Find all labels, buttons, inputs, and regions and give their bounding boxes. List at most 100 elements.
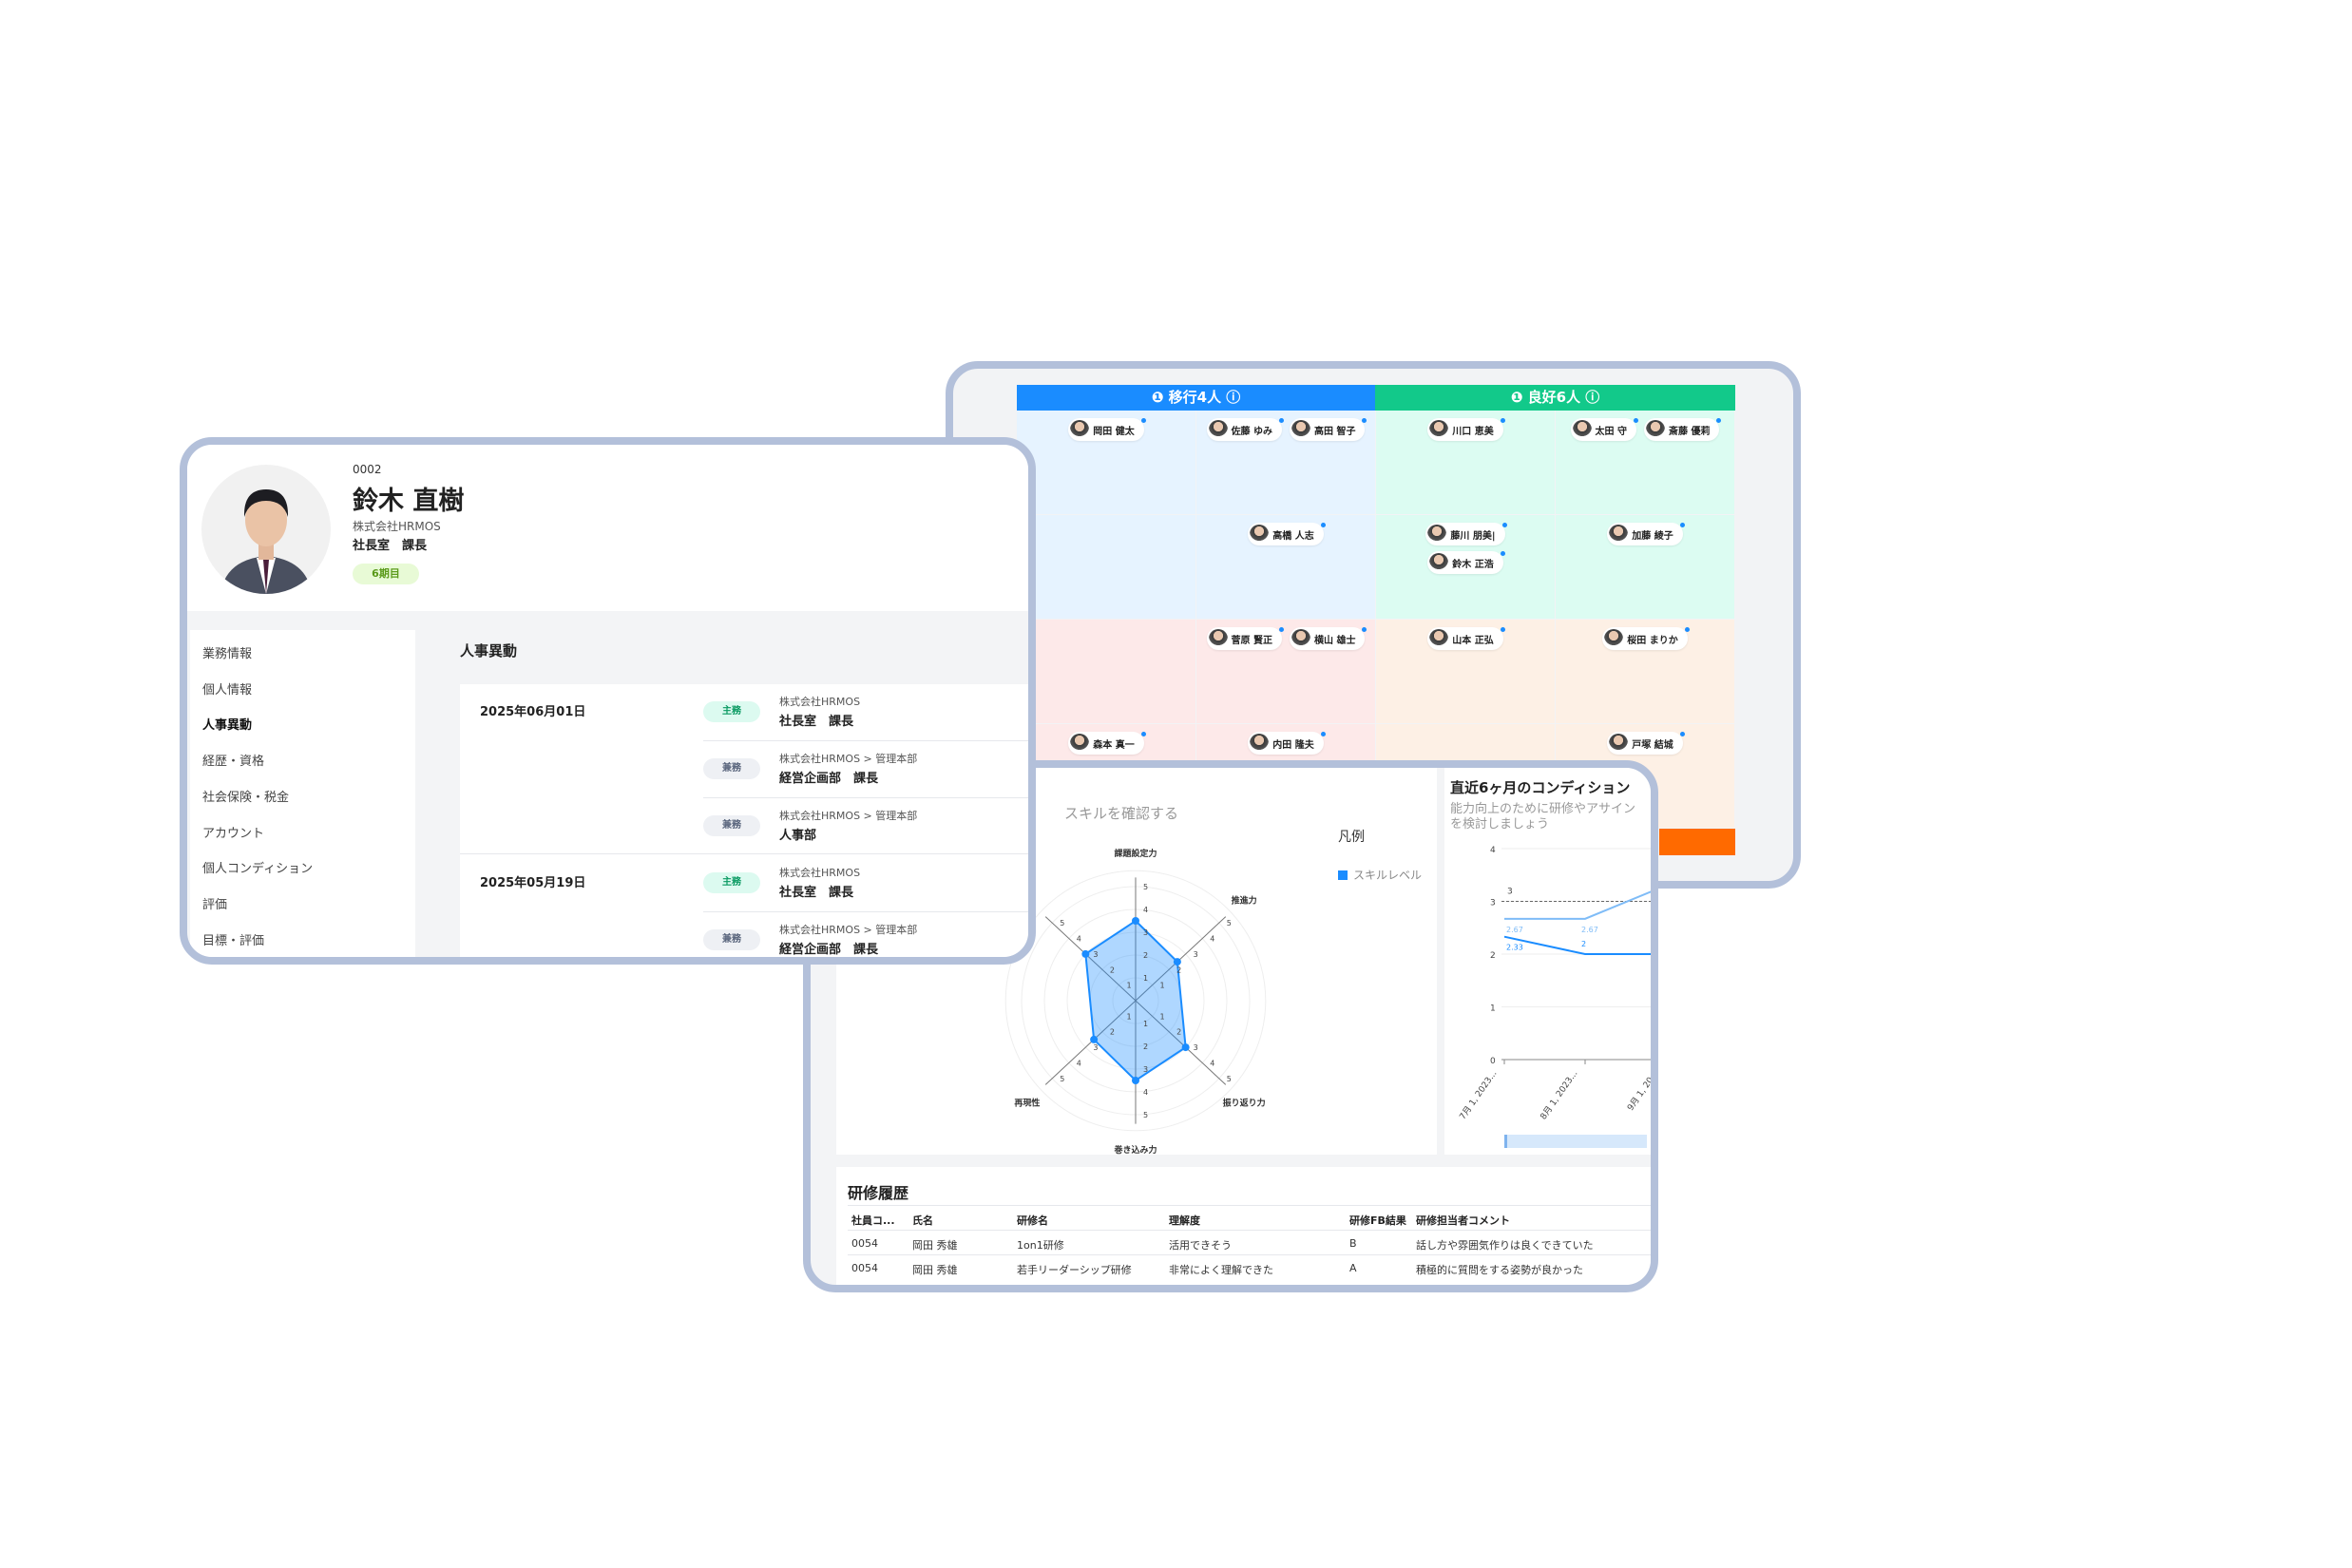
- cell-row: 桜田 まりか: [1602, 627, 1690, 650]
- employee-chip[interactable]: 桜田 まりか: [1602, 627, 1690, 650]
- employee-name: 太田 守: [1595, 426, 1627, 437]
- employee-chip[interactable]: 横山 雄士: [1290, 627, 1367, 650]
- employee-avatar: [1291, 629, 1310, 648]
- employee-chip[interactable]: 佐藤 ゆみ: [1206, 418, 1284, 441]
- status-dot: [1500, 418, 1505, 423]
- position: 経営企画部 課長: [779, 943, 879, 957]
- employee-chip[interactable]: 鈴木 正浩: [1427, 551, 1505, 574]
- radar-axis: [1044, 1000, 1137, 1085]
- column-header[interactable]: 理解度: [1169, 1214, 1200, 1227]
- employee-chip[interactable]: 高橋 人志: [1248, 523, 1326, 545]
- radar-tick-label: 2: [1176, 966, 1181, 974]
- entry-divider: [703, 797, 1028, 798]
- y-tick-label: 1: [1490, 1004, 1496, 1014]
- ninebox-cell[interactable]: 川口 恵美: [1376, 411, 1555, 514]
- employee-chip[interactable]: 藤川 朋美|: [1425, 523, 1507, 545]
- data-label: 2.67: [1581, 926, 1598, 934]
- ninebox-cell[interactable]: 藤川 朋美| 鈴木 正浩: [1376, 515, 1555, 619]
- cell-row: 鈴木 正浩: [1427, 551, 1505, 574]
- orange-bar: [1659, 829, 1735, 855]
- cell-row: 藤川 朋美|: [1425, 523, 1507, 545]
- radar-tick-label: 4: [1210, 1059, 1214, 1067]
- employee-chip[interactable]: 森本 真一: [1068, 732, 1146, 755]
- radar-area: [1084, 919, 1187, 1082]
- header-transition[interactable]: ❶ 移行4人 ⓘ: [1017, 385, 1375, 411]
- condition-title: 直近6ヶ月のコンディション: [1450, 779, 1631, 796]
- table-cell: 0054: [851, 1262, 878, 1274]
- employee-avatar: [1250, 734, 1270, 753]
- radar-tick-label: 5: [1143, 883, 1148, 891]
- employee-avatar: [1070, 734, 1090, 753]
- radar-axis: [1135, 1000, 1227, 1085]
- employee-chip[interactable]: 菅原 賢正: [1206, 627, 1284, 650]
- column-header[interactable]: 研修担当者コメント: [1416, 1214, 1510, 1227]
- sidebar-item[interactable]: 人事異動: [202, 718, 253, 734]
- radar-tick-label: 2: [1143, 951, 1148, 960]
- ninebox-cell[interactable]: [1017, 620, 1195, 723]
- radar-tick-label: 3: [1093, 1043, 1098, 1052]
- table-cell: 話し方や雰囲気作りは良くできていた: [1416, 1239, 1594, 1252]
- org-path: 株式会社HRMOS: [779, 867, 861, 879]
- employee-number: 0002: [353, 463, 382, 476]
- y-tick-label: 4: [1490, 846, 1496, 855]
- column-header[interactable]: 研修名: [1017, 1214, 1048, 1227]
- sidebar-item[interactable]: 個人コンディション: [202, 862, 314, 877]
- employee-name: 横山 雄士: [1314, 635, 1356, 646]
- ninebox-cell[interactable]: 岡田 健太: [1017, 411, 1195, 514]
- employee-avatar: [1429, 629, 1449, 648]
- column-header[interactable]: 氏名: [912, 1214, 933, 1227]
- table-cell: A: [1349, 1262, 1357, 1274]
- sidebar-item[interactable]: 個人情報: [202, 682, 253, 698]
- sidebar-item[interactable]: 目標・評価: [202, 933, 265, 948]
- row-divider: [848, 1254, 1651, 1255]
- column-header[interactable]: 社員コ...: [851, 1214, 895, 1227]
- ninebox-cell[interactable]: 山本 正弘: [1376, 620, 1555, 723]
- ninebox-cell[interactable]: 高橋 人志: [1196, 515, 1375, 619]
- employee-avatar: [1609, 525, 1629, 544]
- sidebar-item[interactable]: 業務情報: [202, 647, 253, 661]
- sidebar-item[interactable]: 評価: [202, 897, 228, 912]
- radar-tick-label: 3: [1143, 1065, 1148, 1074]
- assignment-type-badge: 主務: [703, 701, 760, 722]
- range-slider[interactable]: [1504, 1135, 1647, 1148]
- status-dot: [1634, 418, 1638, 423]
- employee-avatar: [1604, 629, 1624, 648]
- ninebox-cell[interactable]: 加藤 綾子: [1556, 515, 1734, 619]
- condition-line: [1504, 890, 1651, 920]
- sidebar-item[interactable]: 社会保険・税金: [202, 790, 290, 805]
- column-header[interactable]: 研修FB結果: [1349, 1214, 1406, 1227]
- legend-swatch: [1338, 870, 1348, 880]
- table-cell: 若手リーダーシップ研修: [1017, 1264, 1132, 1276]
- radar-tick-label: 5: [1227, 1075, 1232, 1083]
- ninebox-cell[interactable]: 太田 守 斎藤 優莉: [1556, 411, 1734, 514]
- transfer-date: 2025年05月19日: [480, 876, 586, 890]
- ninebox-cell[interactable]: 菅原 賢正 横山 雄士: [1196, 620, 1375, 723]
- employee-chip[interactable]: 川口 恵美: [1427, 418, 1505, 441]
- employee-chip[interactable]: 斎藤 優莉: [1644, 418, 1722, 441]
- employee-chip[interactable]: 内田 隆夫: [1248, 732, 1326, 755]
- employee-chip[interactable]: 戸塚 結城: [1607, 732, 1685, 755]
- org-path: 株式会社HRMOS: [779, 696, 861, 708]
- status-dot: [1684, 627, 1690, 632]
- avatar: [201, 465, 331, 594]
- sidebar-item[interactable]: 経歴・資格: [202, 755, 265, 770]
- legend-item[interactable]: スキルレベル: [1338, 867, 1422, 883]
- sidebar-item[interactable]: アカウント: [202, 826, 265, 841]
- table-cell: 積極的に質問をする姿勢が良かった: [1416, 1264, 1583, 1276]
- company-name: 株式会社HRMOS: [353, 520, 441, 533]
- employee-chip[interactable]: 太田 守: [1570, 418, 1638, 441]
- employee-chip[interactable]: 山本 正弘: [1427, 627, 1505, 650]
- ninebox-cell[interactable]: [1017, 515, 1195, 619]
- employee-chip[interactable]: 加藤 綾子: [1607, 523, 1685, 545]
- header-good[interactable]: ❶ 良好6人 ⓘ: [1375, 385, 1735, 411]
- radar-tick-label: 2: [1143, 1042, 1148, 1051]
- table-header-top: [848, 1205, 1651, 1206]
- employee-chip[interactable]: 高田 智子: [1290, 418, 1367, 441]
- ninebox-cell[interactable]: 桜田 まりか: [1556, 620, 1734, 723]
- cell-row: 太田 守 斎藤 優莉: [1570, 418, 1722, 441]
- ninebox-cell[interactable]: 佐藤 ゆみ高田 智子: [1196, 411, 1375, 514]
- cell-row: 戸塚 結城: [1607, 732, 1685, 755]
- x-tick-label: 8月 1, 2023...: [1539, 1068, 1580, 1121]
- employee-chip[interactable]: 岡田 健太: [1068, 418, 1146, 441]
